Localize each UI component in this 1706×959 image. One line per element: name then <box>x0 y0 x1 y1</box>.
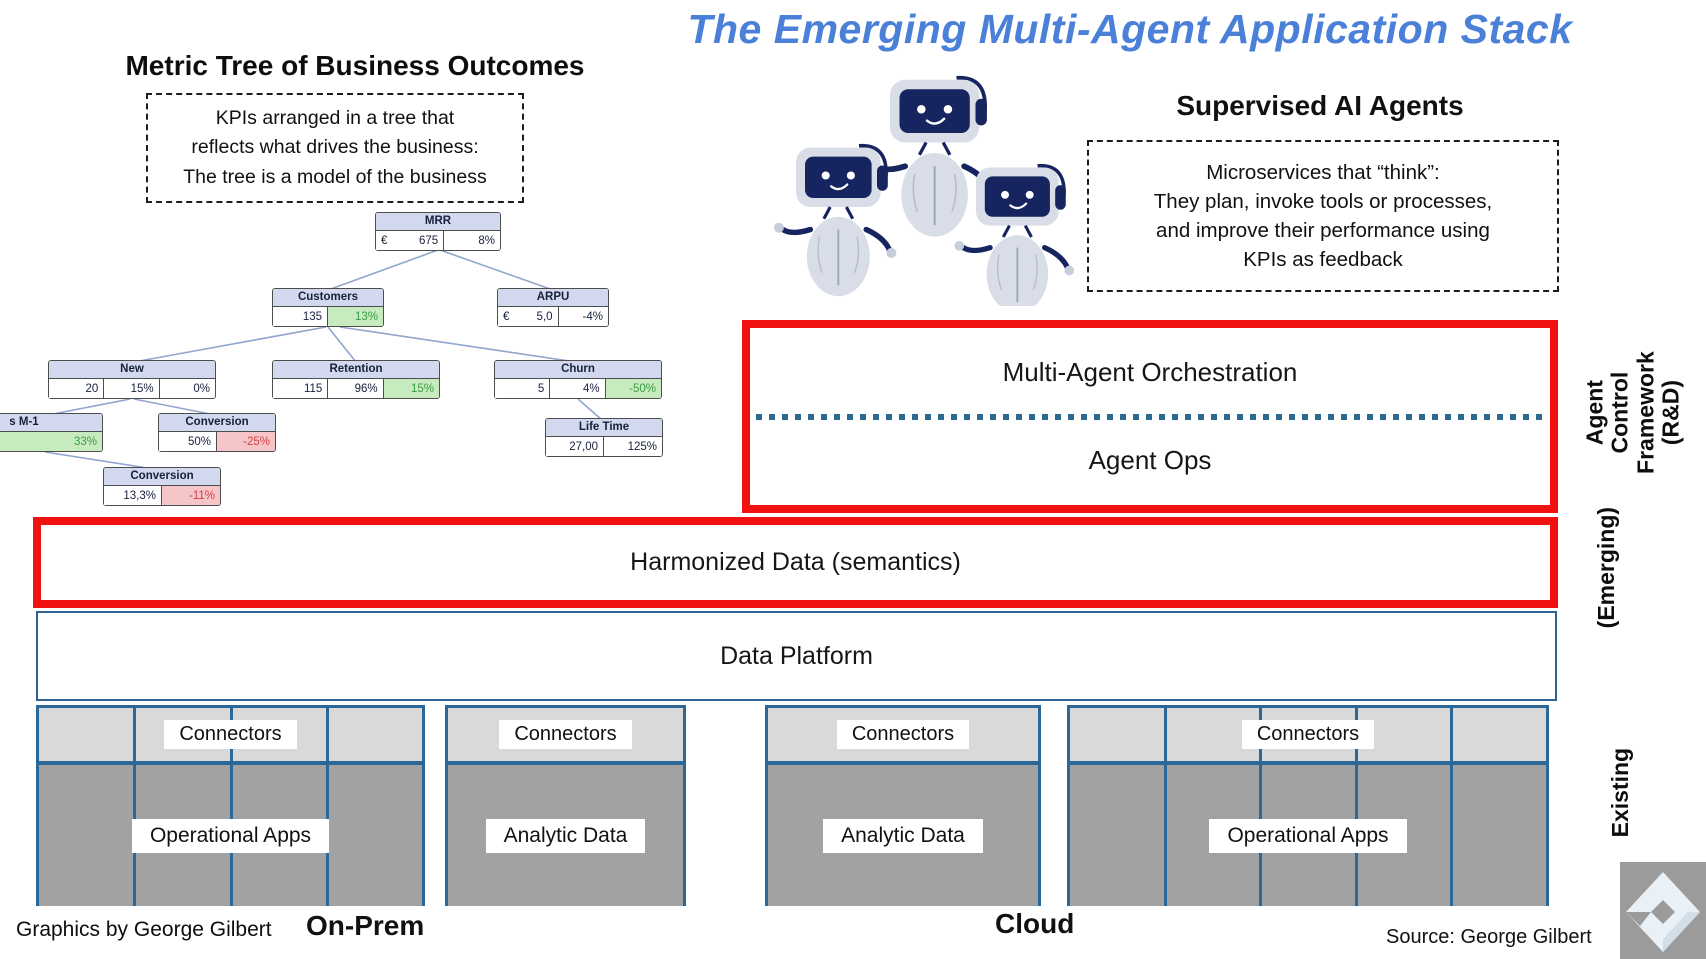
metric-cell: €675 <box>376 231 445 250</box>
metric-node-label: Customers <box>273 289 383 307</box>
metric-cell: -25% <box>217 432 275 451</box>
metric-node-new: New 20 15% 0% <box>48 360 216 399</box>
harmonized-data-box: Harmonized Data (semantics) <box>33 517 1558 608</box>
metric-node-label: Retention <box>273 361 439 379</box>
connectors-chip: Connectors <box>164 720 297 749</box>
metric-cell: 8% <box>444 231 500 250</box>
connectors-band: Connectors <box>448 708 683 765</box>
metric-node-churn: Churn 5 4% -50% <box>494 360 662 399</box>
orchestration-label: Multi-Agent Orchestration <box>1002 356 1298 387</box>
metric-cell: 0% <box>159 379 215 398</box>
metric-cell: 15% <box>104 379 160 398</box>
metric-node-label: Conversion <box>104 468 220 486</box>
metric-node-lifetime: Life Time 27,00 125% <box>545 418 663 457</box>
apps-area: Analytic Data <box>448 765 683 906</box>
metric-node-label: MRR <box>376 213 500 231</box>
stack-group-onprem-operational: Connectors Operational Apps <box>36 705 425 906</box>
connectors-chip: Connectors <box>1241 720 1375 749</box>
watermark-logo <box>1620 862 1706 959</box>
connectors-band: Connectors <box>1070 708 1546 765</box>
metric-node-mrr: MRR €675 8% <box>375 212 501 251</box>
source-text: Source: George Gilbert <box>1386 926 1592 948</box>
metric-tree-heading: Metric Tree of Business Outcomes <box>125 50 585 81</box>
metric-cell: 4% <box>550 379 606 398</box>
page-title: The Emerging Multi-Agent Application Sta… <box>687 6 1573 52</box>
data-platform-box: Data Platform <box>36 611 1557 701</box>
connectors-band: Connectors <box>39 708 422 765</box>
metric-cell: 5 <box>495 379 551 398</box>
apps-area: Operational Apps <box>39 765 422 906</box>
connectors-chip: Connectors <box>499 720 632 749</box>
agents-heading: Supervised AI Agents <box>1176 90 1464 121</box>
apps-chip: Operational Apps <box>1209 818 1407 853</box>
metric-node-conversion: Conversion 50% -25% <box>158 413 276 452</box>
metric-node-label: Life Time <box>546 419 662 437</box>
metric-cell: -11% <box>162 486 220 505</box>
connectors-chip: Connectors <box>836 720 970 749</box>
metric-cell: 13,3% <box>104 486 162 505</box>
metric-cell: 33% <box>0 432 102 451</box>
metric-cell: 20 <box>49 379 105 398</box>
apps-chip: Analytic Data <box>823 818 983 853</box>
onprem-label: On-Prem <box>306 910 425 941</box>
metric-cell: 125% <box>604 437 662 456</box>
agents-note: Microservices that “think”: They plan, i… <box>1087 140 1559 292</box>
connectors-band: Connectors <box>768 708 1038 765</box>
metric-cell: 96% <box>328 379 384 398</box>
metric-node-label: New <box>49 361 215 379</box>
metric-node-retention: Retention 115 96% 15% <box>272 360 440 399</box>
robots-illustration <box>768 74 1080 306</box>
metric-cell: 135 <box>273 307 328 326</box>
metric-node-customers: Customers 135 13% <box>272 288 384 327</box>
metric-cell: 13% <box>328 307 383 326</box>
dotted-divider <box>756 413 1544 420</box>
side-label-existing: Existing <box>1607 748 1634 838</box>
stack-group-cloud-analytic: Connectors Analytic Data <box>765 705 1041 906</box>
stack-group-cloud-operational: Connectors Operational Apps <box>1067 705 1549 906</box>
metric-cell: -4% <box>558 307 608 326</box>
metric-node-label: ARPU <box>498 289 608 307</box>
side-label-emerging: (Emerging) <box>1593 507 1620 629</box>
metric-cell: 27,00 <box>546 437 604 456</box>
orchestration-box: Multi-Agent Orchestration Agent Ops <box>742 320 1558 513</box>
credit-text: Graphics by George Gilbert <box>16 918 272 941</box>
metric-tree-note: KPIs arranged in a tree that reflects wh… <box>146 93 524 203</box>
metric-node-conversion-2: Conversion 13,3% -11% <box>103 467 221 506</box>
metric-cell: 50% <box>159 432 217 451</box>
metric-cell: 115 <box>273 379 329 398</box>
metric-node-label: Conversion <box>159 414 275 432</box>
metric-cell: 15% <box>383 379 439 398</box>
cloud-label: Cloud <box>995 908 1075 939</box>
apps-area: Analytic Data <box>768 765 1038 906</box>
metric-node-m1: s M-1 33% <box>0 413 103 452</box>
apps-chip: Analytic Data <box>485 818 646 853</box>
agent-ops-label: Agent Ops <box>1088 445 1212 476</box>
metric-node-label: Churn <box>495 361 661 379</box>
stack-group-onprem-analytic: Connectors Analytic Data <box>445 705 686 906</box>
metric-cell: -50% <box>605 379 661 398</box>
cube-logo-icon <box>1626 872 1700 952</box>
metric-node-arpu: ARPU €5,0 -4% <box>497 288 609 327</box>
apps-chip: Operational Apps <box>131 818 330 853</box>
metric-node-label: s M-1 <box>0 414 102 432</box>
apps-area: Operational Apps <box>1070 765 1546 906</box>
metric-cell: €5,0 <box>498 307 559 326</box>
